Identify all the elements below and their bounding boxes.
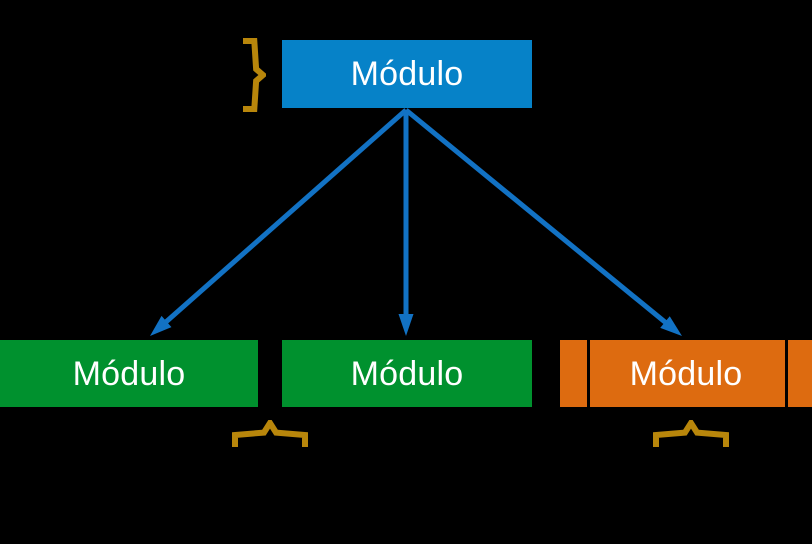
child-module-label-middle: Módulo (350, 354, 464, 393)
segment-divider (587, 340, 590, 407)
arrow-head (660, 316, 682, 336)
arrow-head (150, 315, 172, 336)
parent-module-label: Módulo (350, 55, 464, 93)
child-module-label-left: Módulo (72, 354, 186, 393)
parent-brace (240, 38, 268, 112)
child-module-box-left[interactable]: Módulo (0, 340, 258, 407)
child-module-box-right[interactable]: Módulo (560, 340, 812, 407)
middle-child-brace (232, 417, 308, 450)
child-module-label-right: Módulo (629, 354, 743, 393)
arrow-head (398, 314, 414, 336)
parent-module-box[interactable]: Módulo (282, 40, 532, 108)
child-module-box-middle[interactable]: Módulo (282, 340, 532, 407)
right-child-brace (653, 417, 729, 450)
arrow-shaft (161, 108, 408, 326)
segment-divider (785, 340, 788, 407)
arrow-shaft (404, 108, 670, 327)
